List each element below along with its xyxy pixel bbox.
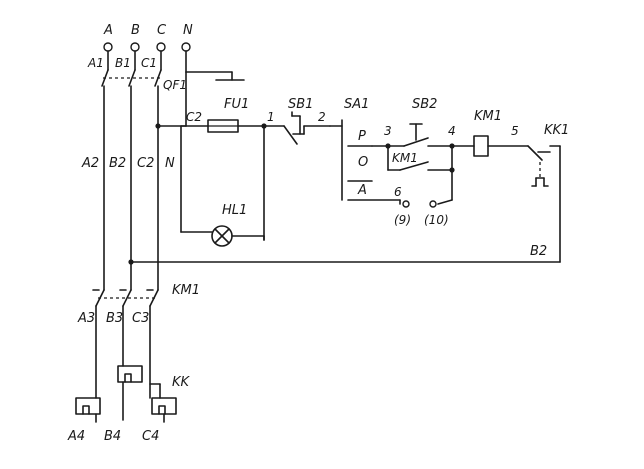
- label-sb1: SB1: [288, 97, 313, 112]
- phase-b-label: B: [131, 23, 140, 38]
- label-qf1: QF1: [163, 78, 187, 92]
- label-hl1: HL1: [222, 203, 247, 218]
- circuit-breaker-qf1: A1 B1 C1 QF1: [87, 50, 187, 92]
- label-coil-km1: KM1: [474, 109, 502, 124]
- thermal-relay-kk: KK A4 B4 C4: [67, 365, 191, 444]
- label-b2: B2: [109, 156, 126, 171]
- phase-n-label: N: [183, 23, 193, 38]
- label-pos-p: P: [358, 129, 366, 144]
- stop-button-sb1: [283, 125, 298, 145]
- label-a2: A2: [81, 156, 99, 171]
- label-term-10: (10): [424, 213, 449, 227]
- label-c2: C2: [137, 156, 154, 171]
- label-pos-o: O: [358, 155, 368, 170]
- label-node-1: 1: [267, 110, 275, 124]
- control-circuit: C2 FU1 1 SB1 2 SA1 P O A 3: [128, 97, 569, 265]
- terminal-9: [402, 200, 410, 208]
- phase-c-label: C: [157, 23, 167, 38]
- label-pos-a: A: [357, 183, 367, 198]
- label-c4: C4: [142, 429, 159, 444]
- label-kk1: KK1: [544, 123, 569, 138]
- label-term-9: (9): [394, 213, 411, 227]
- supply-terminals: A B C N: [103, 23, 193, 52]
- label-a1: A1: [87, 56, 104, 70]
- coil-km1: [473, 135, 489, 157]
- label-a3: A3: [77, 311, 95, 326]
- terminal-b: [130, 42, 140, 52]
- label-node-2: 2: [318, 110, 326, 124]
- terminal-10: [429, 200, 437, 208]
- terminal-n: [181, 42, 191, 52]
- relay-element-a: [75, 397, 101, 415]
- label-a4: A4: [67, 429, 85, 444]
- terminal-c: [156, 42, 166, 52]
- start-button-sb2: [403, 137, 429, 147]
- label-km1-power: KM1: [172, 283, 200, 298]
- label-node-5: 5: [511, 124, 519, 138]
- label-node-4: 4: [448, 124, 456, 138]
- label-b3: B3: [106, 311, 123, 326]
- indicator-lamp-hl1: HL1: [180, 203, 265, 247]
- power-contactor-km1: KM1 A3 B3 C3: [77, 283, 200, 399]
- label-b1: B1: [115, 56, 131, 70]
- label-b4: B4: [104, 429, 121, 444]
- relay-element-b: [117, 365, 143, 383]
- overload-contact-kk1: [527, 145, 543, 161]
- label-kk: KK: [172, 375, 191, 390]
- terminal-a: [103, 42, 113, 52]
- label-node-3: 3: [384, 124, 392, 138]
- label-sb2: SB2: [412, 97, 437, 112]
- label-c1: C1: [141, 56, 157, 70]
- label-sa1: SA1: [344, 97, 369, 112]
- label-c3: C3: [132, 311, 149, 326]
- label-c2-top: C2: [186, 110, 202, 124]
- label-fu1: FU1: [224, 97, 249, 112]
- label-node-6: 6: [394, 185, 402, 199]
- phase-a-label: A: [103, 23, 113, 38]
- aux-contact-km1: [399, 161, 429, 171]
- label-aux-km1: KM1: [392, 151, 418, 165]
- label-n: N: [165, 156, 175, 171]
- vertical-buses: A2 B2 C2 N: [81, 85, 175, 291]
- label-b2-return: B2: [530, 244, 547, 259]
